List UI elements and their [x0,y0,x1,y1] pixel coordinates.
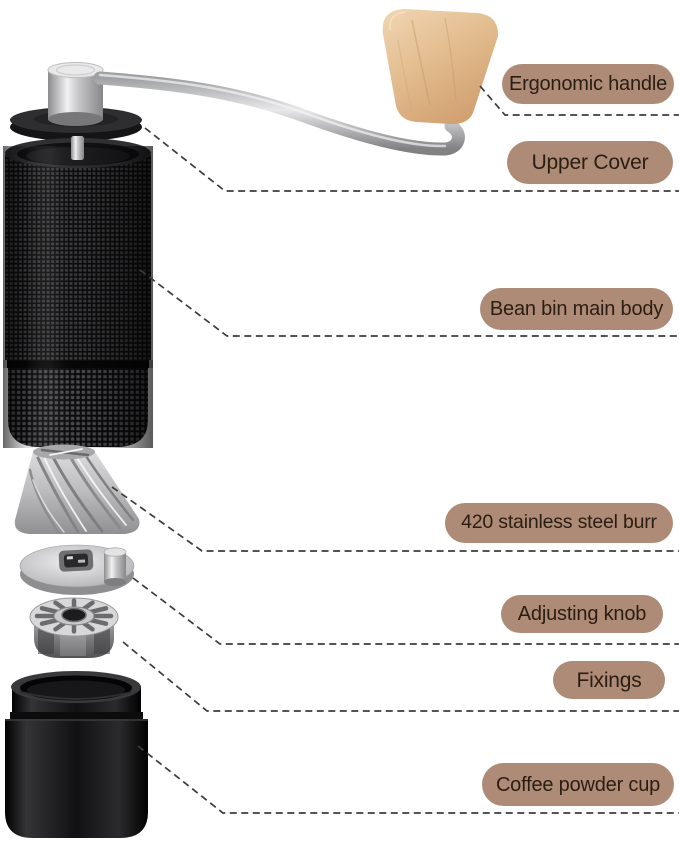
powder-cup [5,671,148,838]
label-ergonomic-handle: Ergonomic handle [502,64,674,104]
leader-bean-bin [139,269,679,337]
label-fixings: Fixings [553,661,665,699]
square-hole [58,549,94,572]
label-bean-bin-main-body: Bean bin main body [480,288,673,330]
crank-arm [93,71,465,156]
leader-upper-cover [144,127,679,192]
adjusting-plate [19,544,135,595]
fixings-nut [29,597,119,658]
magnet-pin [103,547,127,586]
leader-burr [111,486,679,552]
label-adjusting-knob: Adjusting knob [501,595,663,633]
label-upper-cover: Upper Cover [507,141,673,184]
label-stainless-steel-burr: 420 stainless steel burr [445,503,673,543]
label-coffee-powder-cup: Coffee powder cup [482,763,674,806]
burr-cone [14,444,140,534]
leader-lines [111,85,679,814]
bean-bin-body [3,136,153,448]
leader-ergonomic-handle [479,85,679,116]
leader-fixings [122,641,679,712]
crank-assembly [47,62,465,156]
leader-adjusting-knob [132,577,679,645]
wooden-handle-knob [382,9,499,125]
leader-powder-cup [137,745,679,814]
